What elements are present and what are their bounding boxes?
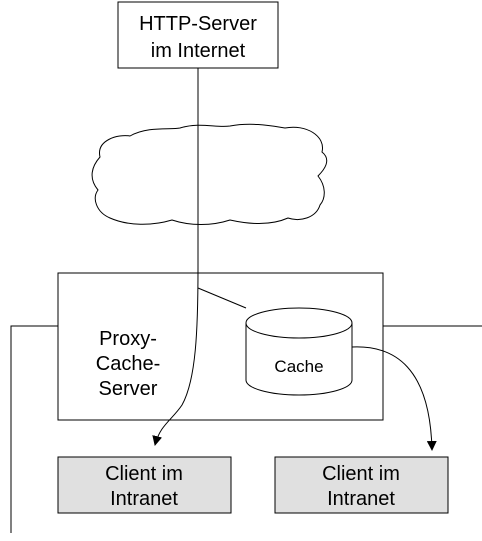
- server-to-cache-connection: [197, 287, 247, 309]
- http-server-label-line1: HTTP-Server: [139, 13, 257, 35]
- client-left-label-line1: Client im: [105, 463, 183, 485]
- server-to-left-client-connection: [152, 68, 199, 446]
- client-left-label-line2: Intranet: [110, 488, 178, 510]
- cache-to-right-client-connection: [351, 346, 437, 451]
- intranet-network-line: [10, 325, 58, 533]
- proxy-label-line2: Cache-: [96, 353, 160, 375]
- http-server-label-line2: im Internet: [151, 40, 246, 62]
- client-right-label-line2: Intranet: [327, 488, 395, 510]
- client-right-label-line1: Client im: [322, 463, 400, 485]
- client-box-left: [57, 456, 232, 514]
- client-box-right: [274, 456, 449, 514]
- cache-cylinder-top: [245, 307, 353, 339]
- proxy-label-line3: Server: [99, 378, 158, 400]
- cache-cylinder-body: [245, 323, 353, 396]
- proxy-label-line1: Proxy-: [99, 328, 157, 350]
- internet-cloud: [91, 123, 328, 225]
- cache-label: Cache: [274, 357, 323, 376]
